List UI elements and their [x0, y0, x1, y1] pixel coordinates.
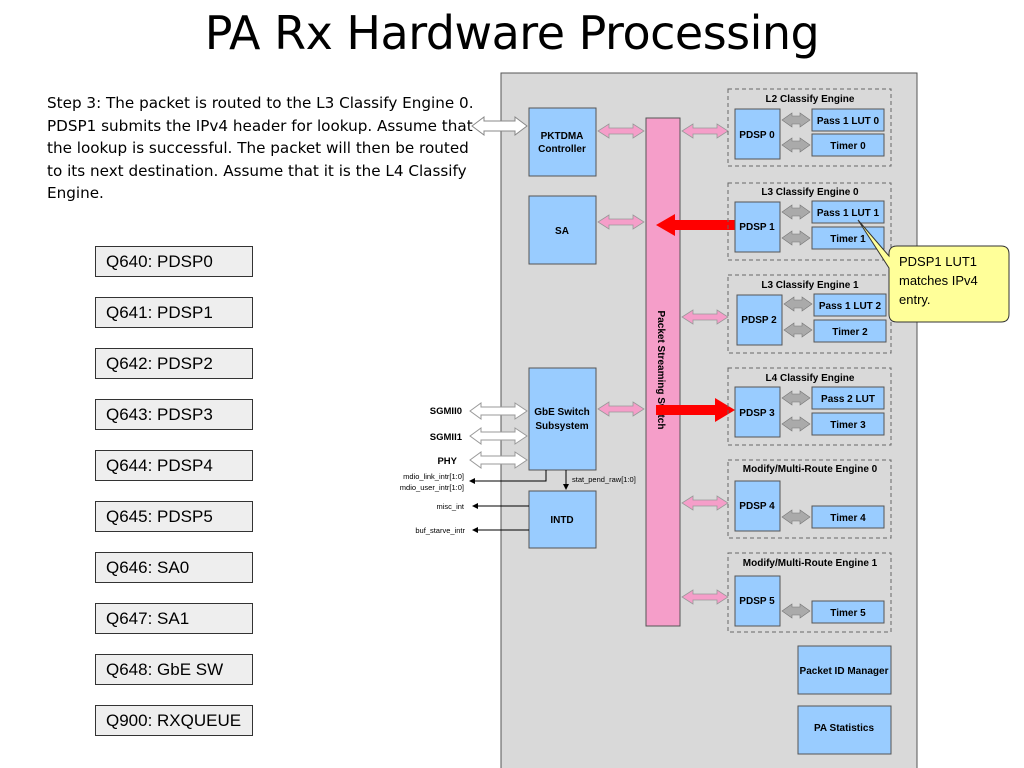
step-description: Step 3: The packet is routed to the L3 C… — [47, 94, 474, 203]
red-arrow-pdsp1-to-switch — [656, 214, 735, 236]
lut-label: Pass 1 LUT 0 — [817, 116, 880, 127]
engine-modify-multi-route-1: Modify/Multi-Route Engine 1 PDSP 5 Timer… — [727, 552, 892, 633]
switch-label: Packet Streaming Switch — [655, 311, 666, 430]
lut-label: Pass 1 LUT 2 — [819, 301, 882, 312]
queue-item-q646: Q646: SA0 — [95, 552, 253, 583]
engine-title: L3 Classify Engine 1 — [761, 280, 859, 291]
queue-item-q642: Q642: PDSP2 — [95, 348, 253, 379]
lut-label: Pass 1 LUT 1 — [817, 208, 880, 219]
queue-item-q643: Q643: PDSP3 — [95, 399, 253, 430]
engine-title: Modify/Multi-Route Engine 0 — [743, 464, 878, 475]
engine-modify-multi-route-0: Modify/Multi-Route Engine 0 PDSP 4 Timer… — [727, 459, 892, 539]
mdio-line — [469, 470, 547, 484]
timer-label: Timer 5 — [830, 608, 866, 619]
engine-title: L4 Classify Engine — [766, 373, 855, 384]
gbe-label-line2: Subsystem — [535, 421, 588, 432]
callout-line3: entry. — [899, 292, 931, 307]
timer-label: Timer 2 — [832, 327, 868, 338]
pdsp-label: PDSP 2 — [741, 315, 777, 326]
callout-pdsp1-lut1: PDSP1 LUT1 matches IPv4 entry. — [857, 219, 1010, 323]
intd-block — [528, 490, 597, 549]
pdsp-label: PDSP 3 — [739, 408, 775, 419]
pktdma-controller-block — [528, 107, 597, 177]
queue-item-q641: Q641: PDSP1 — [95, 297, 253, 328]
engine-l4-classify: L4 Classify Engine PDSP 3 Pass 2 LUT Tim… — [727, 367, 892, 446]
gbe-port-arrows — [469, 402, 528, 469]
gbe-switch-block — [528, 367, 597, 471]
intd-label: INTD — [550, 515, 573, 526]
pdsp-label: PDSP 4 — [739, 501, 775, 512]
pdsp-label: PDSP 1 — [739, 222, 775, 233]
queue-item-q647: Q647: SA1 — [95, 603, 253, 634]
packet-id-manager-block — [797, 645, 892, 695]
stat-pend-label: stat_pend_raw[1:0] — [572, 475, 636, 484]
engine-l2-classify: L2 Classify Engine PDSP 0 Pass 1 LUT 0 T… — [727, 88, 892, 167]
pktdma-label-line1: PKTDMA — [541, 131, 584, 142]
engine-title: L2 Classify Engine — [766, 94, 855, 105]
queue-item-q644: Q644: PDSP4 — [95, 450, 253, 481]
buf-starve-label: buf_starve_intr — [415, 526, 465, 535]
timer-label: Timer 4 — [830, 513, 866, 524]
pa-statistics-label: PA Statistics — [814, 723, 874, 734]
packet-streaming-switch — [645, 117, 681, 627]
mdio-user-label: mdio_user_intr[1:0] — [400, 483, 464, 492]
timer-label: Timer 1 — [830, 234, 866, 245]
phy-label: PHY — [437, 456, 457, 467]
callout-line1: PDSP1 LUT1 — [899, 254, 977, 269]
gbe-label-line1: GbE Switch — [534, 407, 590, 418]
pktdma-label-line2: Controller — [538, 144, 586, 155]
mdio-link-label: mdio_link_intr[1:0] — [403, 472, 464, 481]
pdsp-label: PDSP 0 — [739, 130, 775, 141]
host-double-arrow — [471, 116, 528, 136]
packet-id-manager-label: Packet ID Manager — [800, 666, 889, 677]
timer-label: Timer 0 — [830, 141, 866, 152]
red-arrow-switch-to-pdsp3 — [656, 398, 735, 422]
engine-l3-classify-1: L3 Classify Engine 1 PDSP 2 Pass 1 LUT 2… — [727, 274, 892, 354]
queue-item-q640: Q640: PDSP0 — [95, 246, 253, 277]
sa-block — [528, 195, 597, 265]
callout-line2: matches IPv4 — [899, 273, 978, 288]
engine-title: Modify/Multi-Route Engine 1 — [743, 558, 878, 569]
pdsp-label: PDSP 5 — [739, 596, 775, 607]
page-title: PA Rx Hardware Processing — [204, 6, 820, 60]
queue-item-q645: Q645: PDSP5 — [95, 501, 253, 532]
left-switch-arrows — [597, 123, 645, 417]
queue-item-q900: Q900: RXQUEUE — [95, 705, 253, 736]
engine-title: L3 Classify Engine 0 — [761, 187, 859, 198]
timer-label: Timer 3 — [830, 420, 866, 431]
sgmii1-label: SGMII1 — [430, 432, 463, 443]
misc-int-label: misc_int — [436, 502, 464, 511]
sgmii0-label: SGMII0 — [430, 406, 462, 417]
sa-label: SA — [555, 226, 569, 237]
queue-item-q648: Q648: GbE SW — [95, 654, 253, 685]
pa-statistics-block — [797, 705, 892, 755]
lut-label: Pass 2 LUT — [821, 394, 875, 405]
